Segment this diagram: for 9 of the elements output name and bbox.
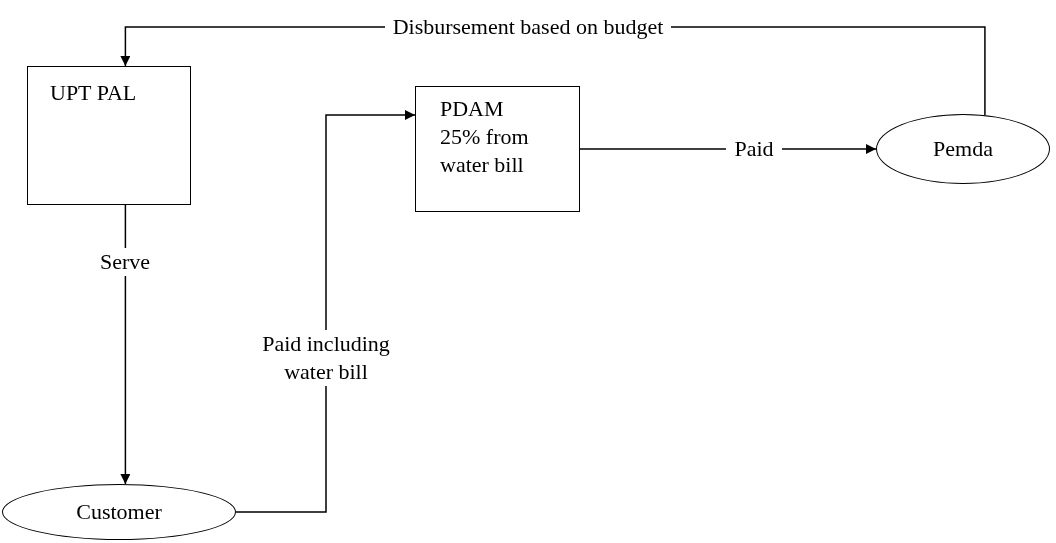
- box-text: UPT PAL: [50, 79, 138, 107]
- arrow: [235, 110, 416, 513]
- arrow: [120, 204, 131, 485]
- box-text: Pemda: [933, 135, 993, 163]
- box-heading: PDAM: [440, 95, 505, 123]
- box-text: Customer: [76, 498, 162, 526]
- box-text: 25% from water bill: [440, 123, 530, 179]
- process-box: [415, 86, 580, 212]
- process-box: [27, 66, 191, 205]
